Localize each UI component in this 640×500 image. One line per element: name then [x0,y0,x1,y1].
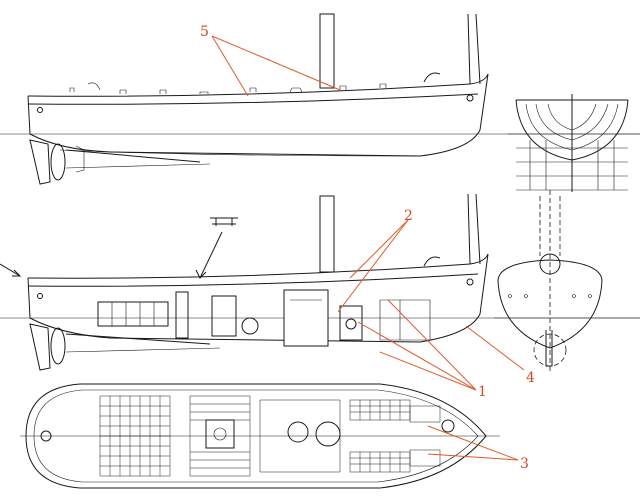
deck-plan-view [20,383,500,489]
porthole-bow [466,94,474,102]
callout-5-group: 5 [200,24,341,97]
funnel-mid [319,195,335,273]
engine-column [175,291,189,339]
fore-compartment [379,299,431,341]
callout-1-group: 1 [357,299,487,400]
stem-post-mid [467,193,471,265]
body-plan-sections [516,103,628,191]
callout-4-group: 4 [465,325,535,386]
stern-gear-mid [29,323,221,371]
funnel-plan [287,421,309,443]
callout-1: 1 [478,384,487,400]
hull-outline-mid [27,253,489,343]
callout-2-group: 2 [337,208,413,313]
boiler [283,289,329,347]
stern-bitt [40,430,52,442]
bow-bitt [441,419,455,433]
engine-room [97,289,431,347]
sheer-line [27,73,489,97]
callout-3: 3 [520,456,529,472]
side-profile-view [0,13,640,185]
engine-block [211,295,237,337]
callout-2: 2 [404,208,413,224]
cabin-windows [97,301,169,327]
sheer-line-mid [27,253,489,279]
keel-line [59,149,421,157]
callout-5: 5 [200,24,209,40]
deck-fittings-side [69,82,387,94]
boiler-top-plan [315,421,341,447]
stern-gear-side [29,139,211,185]
porthole-mid [466,278,474,286]
porthole-stern [37,107,43,113]
stem-post-2 [475,13,481,85]
cutaway-profile-view [0,193,640,371]
callout-3-group: 3 [427,425,529,472]
funnel-side [319,13,335,89]
body-plan-mid [494,190,640,372]
stem-post [467,13,471,85]
flywheel [241,317,259,335]
hull-outline-side [27,73,489,157]
deck-outline [25,383,487,489]
bow-view-funnel-dash [539,196,561,256]
engine-plan [205,419,235,449]
deck-line-mid [27,273,479,287]
deck-line [27,93,479,105]
arrow-left [0,263,21,277]
callout-4: 4 [526,370,535,386]
winch [339,305,363,341]
bow-bollard [423,72,441,83]
body-plan-top [508,94,640,192]
bollard-detail [210,217,238,226]
arrow-down [199,231,223,279]
bow-view-hull [497,259,603,349]
